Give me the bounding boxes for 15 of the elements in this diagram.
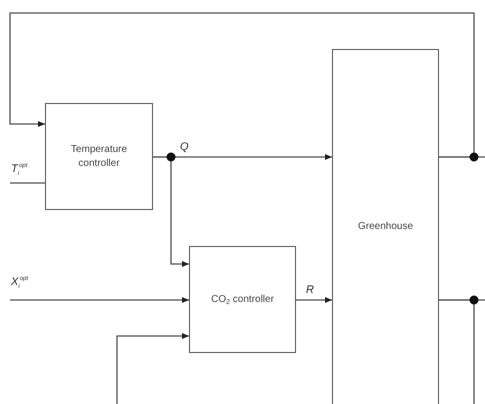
signal-line [439,299,475,404]
signal-line [10,182,45,184]
edge-label: R [306,284,314,297]
block-label: Greenhouse [356,220,414,234]
block-label: Temperature controller [70,142,128,170]
block-label: CO$_{2}$ controller [210,292,275,306]
system-block [189,246,296,353]
signal-line [439,156,485,158]
signal-arrow [116,333,189,404]
system-block [45,103,153,210]
signal-arrow [10,297,189,303]
system-block [332,49,439,404]
signal-arrow [296,297,332,303]
edge-label: Q [180,141,189,154]
signal-arrow [153,156,189,267]
